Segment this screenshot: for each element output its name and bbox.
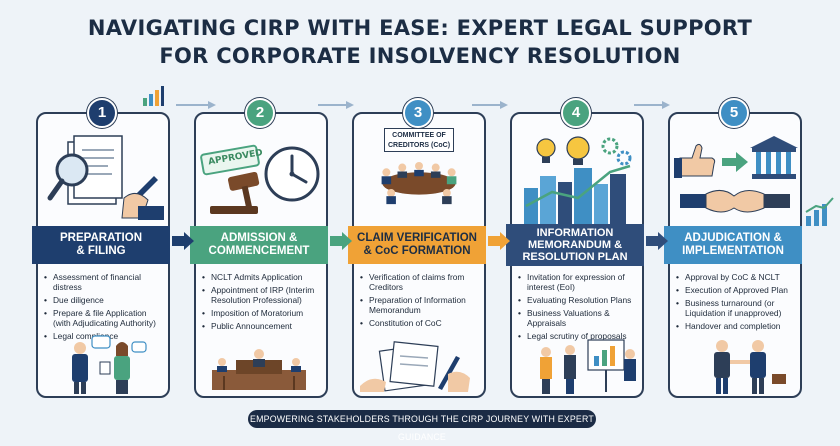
step-heading-3: CLAIM VERIFICATION & CoC FORMATION xyxy=(348,226,486,264)
list-item: Due diligence xyxy=(44,295,162,305)
step-heading-3-line-1: CLAIM VERIFICATION xyxy=(357,232,477,244)
step-card-1 xyxy=(36,112,170,398)
meeting-table-icon xyxy=(381,161,457,205)
step-heading-2-line-2: COMMENCEMENT xyxy=(208,245,310,257)
handshake-people-icon xyxy=(714,340,786,394)
list-item: Constitution of CoC xyxy=(360,318,478,328)
step-3: 3 COMMITTEE OF CREDITORS (CoC) CLAIM VER… xyxy=(348,98,486,398)
step-number-2: 2 xyxy=(245,98,275,128)
step-heading-4-line-3: RESOLUTION PLAN xyxy=(522,251,628,263)
step-heading-2: ADMISSION & COMMENCEMENT xyxy=(190,226,328,264)
flow-arrow-1 xyxy=(172,232,194,250)
top-arrow-4 xyxy=(634,101,670,109)
list-item: Public Announcement xyxy=(202,321,320,331)
flow-arrow-2 xyxy=(330,232,352,250)
top-arrow-2 xyxy=(318,101,354,109)
list-item: Appointment of IRP (Interim Resolution P… xyxy=(202,285,320,305)
list-item: Execution of Approved Plan xyxy=(676,285,794,295)
step-number-4: 4 xyxy=(561,98,591,128)
step-number-1: 1 xyxy=(87,98,117,128)
step-heading-4-line-1: INFORMATION xyxy=(536,227,614,239)
step-list-2: NCLT Admits Application Appointment of I… xyxy=(202,272,320,334)
step-heading-5-line-2: IMPLEMENTATION xyxy=(682,245,784,257)
business-people-icon xyxy=(72,335,147,394)
step-list-1: Assessment of financial distress Due dil… xyxy=(44,272,162,344)
list-item: Business Valuations & Appraisals xyxy=(518,308,636,328)
top-arrow-1 xyxy=(176,101,216,109)
page-title: NAVIGATING CIRP WITH EASE: EXPERT LEGAL … xyxy=(0,14,840,70)
footer-banner: EMPOWERING STAKEHOLDERS THROUGH THE CIRP… xyxy=(248,410,596,442)
list-item: Verification of claims from Creditors xyxy=(360,272,478,292)
step-number-5: 5 xyxy=(719,98,749,128)
rising-chart-icon xyxy=(805,197,834,226)
list-item: Evaluating Resolution Plans xyxy=(518,295,636,305)
step-list-3: Verification of claims from Creditors Pr… xyxy=(360,272,478,331)
list-item: Business turnaround (or Liquidation if u… xyxy=(676,298,794,318)
document-magnifier-icon xyxy=(47,135,164,220)
top-arrow-3 xyxy=(472,101,508,109)
step-1: 1 PREPARATION & FILING Assessment of fin… xyxy=(32,98,170,398)
step-list-5: Approval by CoC & NCLT Execution of Appr… xyxy=(676,272,794,334)
gavel-clock-icon xyxy=(200,144,320,214)
step-heading-5-line-1: ADJUDICATION & xyxy=(684,232,782,244)
handshake-building-icon xyxy=(674,136,798,213)
step-heading-4-line-2: MEMORANDUM & xyxy=(527,239,623,251)
step-heading-5: ADJUDICATION & IMPLEMENTATION xyxy=(664,226,802,264)
list-item: Imposition of Moratorium xyxy=(202,308,320,318)
list-item: Preparation of Information Memorandum xyxy=(360,295,478,315)
step-5: 5 ADJUDICATION & IMPLEMENTATION Approval… xyxy=(664,98,802,398)
title-line-2: FOR CORPORATE INSOLVENCY RESOLUTION xyxy=(159,44,681,68)
list-item: Prepare & file Application (with Adjudic… xyxy=(44,308,162,328)
step-heading-3-line-2: & CoC FORMATION xyxy=(363,245,471,257)
step-heading-1-line-2: & FILING xyxy=(76,245,126,257)
signing-documents-icon xyxy=(360,341,470,392)
courtroom-icon xyxy=(212,349,306,390)
bar-chart-icon xyxy=(143,86,164,106)
step-heading-1-line-1: PREPARATION xyxy=(60,232,142,244)
list-item: Assessment of financial distress xyxy=(44,272,162,292)
committee-sign-line-1: COMMITTEE OF xyxy=(392,132,446,139)
title-line-1: NAVIGATING CIRP WITH EASE: EXPERT LEGAL … xyxy=(87,16,753,40)
city-growth-icon xyxy=(524,136,632,226)
step-list-4: Invitation for expression of interest (E… xyxy=(518,272,636,344)
step-2: 2 APPROVED ADMISSION & COMMENCEMENT NCLT… xyxy=(190,98,328,398)
committee-sign-line-2: CREDITORS (CoC) xyxy=(387,142,451,149)
flow-arrow-4 xyxy=(646,232,668,250)
list-item: Legal scrutiny of proposals xyxy=(518,331,636,341)
flow-arrow-3 xyxy=(488,232,510,250)
step-heading-1: PREPARATION & FILING xyxy=(32,226,170,264)
list-item: Legal compliance xyxy=(44,331,162,341)
list-item: Approval by CoC & NCLT xyxy=(676,272,794,282)
committee-sign: COMMITTEE OF CREDITORS (CoC) xyxy=(384,128,454,152)
presentation-icon xyxy=(540,339,636,394)
list-item: NCLT Admits Application xyxy=(202,272,320,282)
step-heading-4: INFORMATION MEMORANDUM & RESOLUTION PLAN xyxy=(506,224,644,266)
list-item: Handover and completion xyxy=(676,321,794,331)
step-heading-2-line-1: ADMISSION & xyxy=(220,232,298,244)
list-item: Invitation for expression of interest (E… xyxy=(518,272,636,292)
step-4: 4 INFORMATION MEMORANDUM & RESOLUTION PL… xyxy=(506,98,644,398)
step-number-3: 3 xyxy=(403,98,433,128)
